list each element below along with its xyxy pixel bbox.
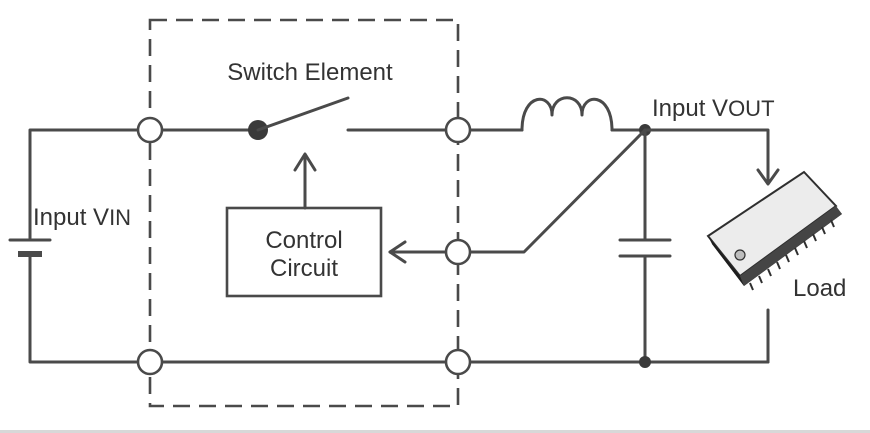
control-circuit-label-line2: Circuit bbox=[270, 255, 338, 282]
load-label: Load bbox=[793, 275, 846, 302]
control-circuit-label-line1: Control bbox=[265, 227, 342, 254]
input-vout-prefix: Input V bbox=[652, 95, 728, 122]
input-vout-label: Input VOUT bbox=[652, 95, 775, 122]
terminal-bottom-right bbox=[444, 348, 472, 376]
regulator-boundary bbox=[148, 18, 460, 408]
inductor-coil bbox=[520, 96, 614, 132]
terminal-top-left bbox=[136, 116, 164, 144]
battery-symbol bbox=[8, 238, 52, 257]
input-vin-prefix: Input V bbox=[33, 204, 109, 231]
output-capacitor bbox=[618, 128, 672, 364]
bottom-left-wire bbox=[28, 254, 152, 364]
control-to-switch-arrow bbox=[293, 152, 317, 210]
bottom-border bbox=[0, 430, 870, 433]
top-left-wire bbox=[28, 128, 152, 240]
terminal-feedback bbox=[444, 238, 472, 266]
input-vin-label: Input VIN bbox=[33, 204, 131, 231]
load-chip-icon bbox=[706, 170, 842, 291]
terminal-top-right bbox=[444, 116, 472, 144]
load-arrow-head bbox=[756, 168, 780, 186]
ground-junction-node bbox=[639, 356, 651, 368]
switch-element-label: Switch Element bbox=[227, 59, 393, 86]
switch-blade bbox=[256, 96, 350, 132]
terminal-bottom-left bbox=[136, 348, 164, 376]
output-to-load-wire bbox=[643, 128, 770, 182]
input-vin-subscript: IN bbox=[109, 205, 131, 230]
feedback-wire bbox=[456, 128, 647, 254]
input-vout-subscript: OUT bbox=[728, 96, 774, 121]
